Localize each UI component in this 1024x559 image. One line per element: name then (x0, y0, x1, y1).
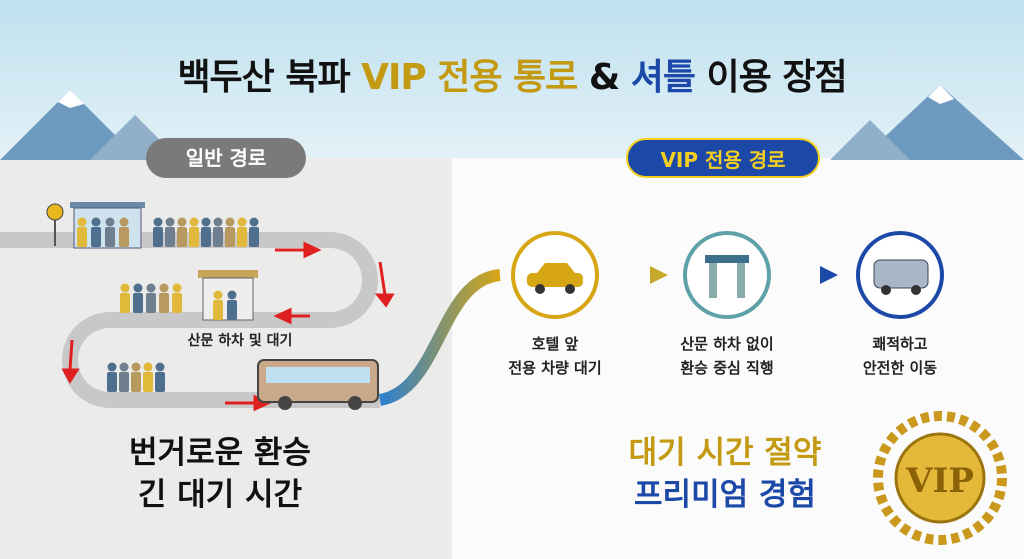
person-icon (107, 372, 117, 392)
person-icon (155, 372, 165, 392)
summary-line: 긴 대기 시간 (137, 477, 303, 513)
title-part: 이용 장점 (695, 57, 848, 98)
person-icon (159, 283, 169, 293)
person-icon (119, 362, 129, 372)
person-icon (143, 362, 153, 372)
step-line: 전용 차량 대기 (508, 359, 602, 377)
step-line: 환승 중심 직행 (680, 359, 774, 377)
person-icon (213, 300, 223, 320)
person-icon (159, 293, 169, 313)
person-icon (91, 227, 101, 247)
title-part: 백두산 북파 (177, 57, 362, 98)
step-line: 호텔 앞 (531, 335, 579, 353)
van-circle-icon (856, 231, 944, 319)
step-line: 쾌적하고 (872, 335, 928, 353)
title-shuttle: 셔틀 (630, 57, 696, 98)
sky-background (0, 0, 1024, 160)
summary-line: 번거로운 환승 (129, 435, 311, 471)
person-icon (146, 283, 156, 293)
waiting-people-icon (77, 217, 259, 392)
vip-path (378, 269, 502, 406)
person-icon (213, 217, 223, 227)
vip-summary: 대기 시간 절약 프리미엄 경험 (580, 432, 870, 516)
person-icon (172, 293, 182, 313)
person-icon (227, 300, 237, 320)
person-icon (77, 227, 87, 247)
person-icon (237, 227, 247, 247)
person-icon (133, 293, 143, 313)
stop-caption: 산문 하차 및 대기 (187, 333, 293, 349)
person-icon (237, 217, 247, 227)
flow-arrows-icon (61, 241, 395, 412)
person-icon (120, 293, 130, 313)
person-icon (249, 217, 259, 227)
svg-text:VIP: VIP (905, 461, 974, 501)
person-icon (227, 290, 237, 300)
person-icon (143, 372, 153, 392)
person-icon (177, 217, 187, 227)
person-icon (153, 227, 163, 247)
person-icon (189, 217, 199, 227)
page-title: 백두산 북파 VIP 전용 통로 & 셔틀 이용 장점 (0, 48, 1024, 100)
person-icon (213, 290, 223, 300)
person-icon (120, 283, 130, 293)
bus-icon (257, 359, 379, 410)
person-icon (133, 283, 143, 293)
person-icon (189, 227, 199, 247)
person-icon (172, 283, 182, 293)
person-icon (201, 217, 211, 227)
summary-line: 프리미엄 경험 (634, 477, 816, 513)
person-icon (213, 227, 223, 247)
person-icon (119, 227, 129, 247)
person-icon (165, 217, 175, 227)
general-route-badge: 일반 경로 (146, 138, 306, 178)
person-icon (155, 362, 165, 372)
car-circle-icon (511, 231, 599, 319)
person-icon (119, 217, 129, 227)
person-icon (107, 362, 117, 372)
person-icon (131, 362, 141, 372)
vip-medal-icon: VIP (873, 411, 1007, 545)
person-icon (91, 217, 101, 227)
person-icon (201, 227, 211, 247)
person-icon (105, 217, 115, 227)
person-icon (146, 293, 156, 313)
person-icon (165, 227, 175, 247)
general-summary: 번거로운 환승 긴 대기 시간 (60, 432, 380, 516)
person-icon (131, 372, 141, 392)
person-icon (225, 217, 235, 227)
person-icon (153, 217, 163, 227)
person-icon (77, 217, 87, 227)
title-part: & (577, 57, 631, 98)
step-line: 산문 하차 없이 (680, 335, 774, 353)
person-icon (105, 227, 115, 247)
person-icon (225, 227, 235, 247)
person-icon (249, 227, 259, 247)
person-icon (177, 227, 187, 247)
person-icon (119, 372, 129, 392)
title-vip: VIP 전용 통로 (361, 57, 578, 98)
vip-route-badge: VIP 전용 경로 (626, 138, 820, 178)
gate-circle-icon (683, 231, 771, 319)
step-line: 안전한 이동 (862, 359, 938, 377)
mountains-right-icon (830, 85, 1024, 160)
summary-line: 대기 시간 절약 (628, 435, 822, 471)
